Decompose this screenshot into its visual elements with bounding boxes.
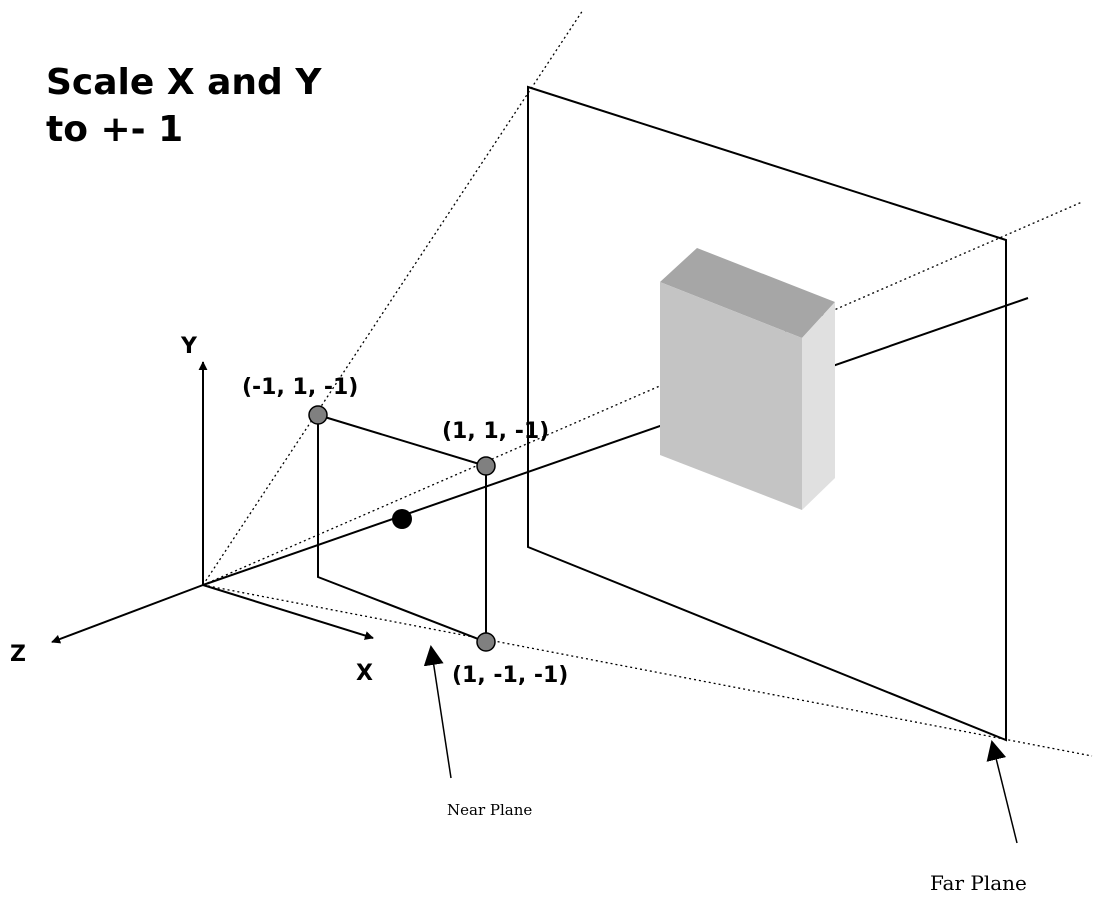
corner-point-bottom-right (476, 632, 496, 652)
far-plane-pointer-arrow (986, 740, 1018, 844)
scene-box (660, 248, 835, 510)
far-plane-label: Far Plane (930, 871, 1027, 895)
view-axis (202, 297, 1029, 586)
box-side-face (802, 302, 835, 510)
box-front-face (660, 282, 802, 510)
box-top-face (660, 248, 835, 338)
z-axis (51, 584, 204, 644)
coord-label-top-left: (-1, 1, -1) (242, 375, 358, 400)
title-line-1: Scale X and Y (46, 62, 322, 103)
far-plane (527, 85, 1007, 742)
near-plane-pointer-arrow (423, 645, 452, 779)
title-line-2: to +- 1 (46, 109, 183, 150)
x-axis-label: X (356, 661, 373, 686)
x-axis (202, 584, 374, 640)
near-plane-center-point (392, 509, 412, 529)
corner-point-top-right (476, 456, 496, 476)
near-plane-label: Near Plane (447, 801, 532, 819)
z-axis-label: Z (10, 642, 26, 667)
frustum-edges (202, 9, 1093, 757)
coordinate-axes (51, 361, 374, 644)
corner-point-top-left (308, 405, 328, 425)
coord-label-bottom-right: (1, -1, -1) (452, 663, 568, 688)
y-axis-label: Y (180, 334, 198, 359)
coord-label-top-right: (1, 1, -1) (442, 419, 549, 444)
frustum-edge-lower (202, 584, 1093, 757)
